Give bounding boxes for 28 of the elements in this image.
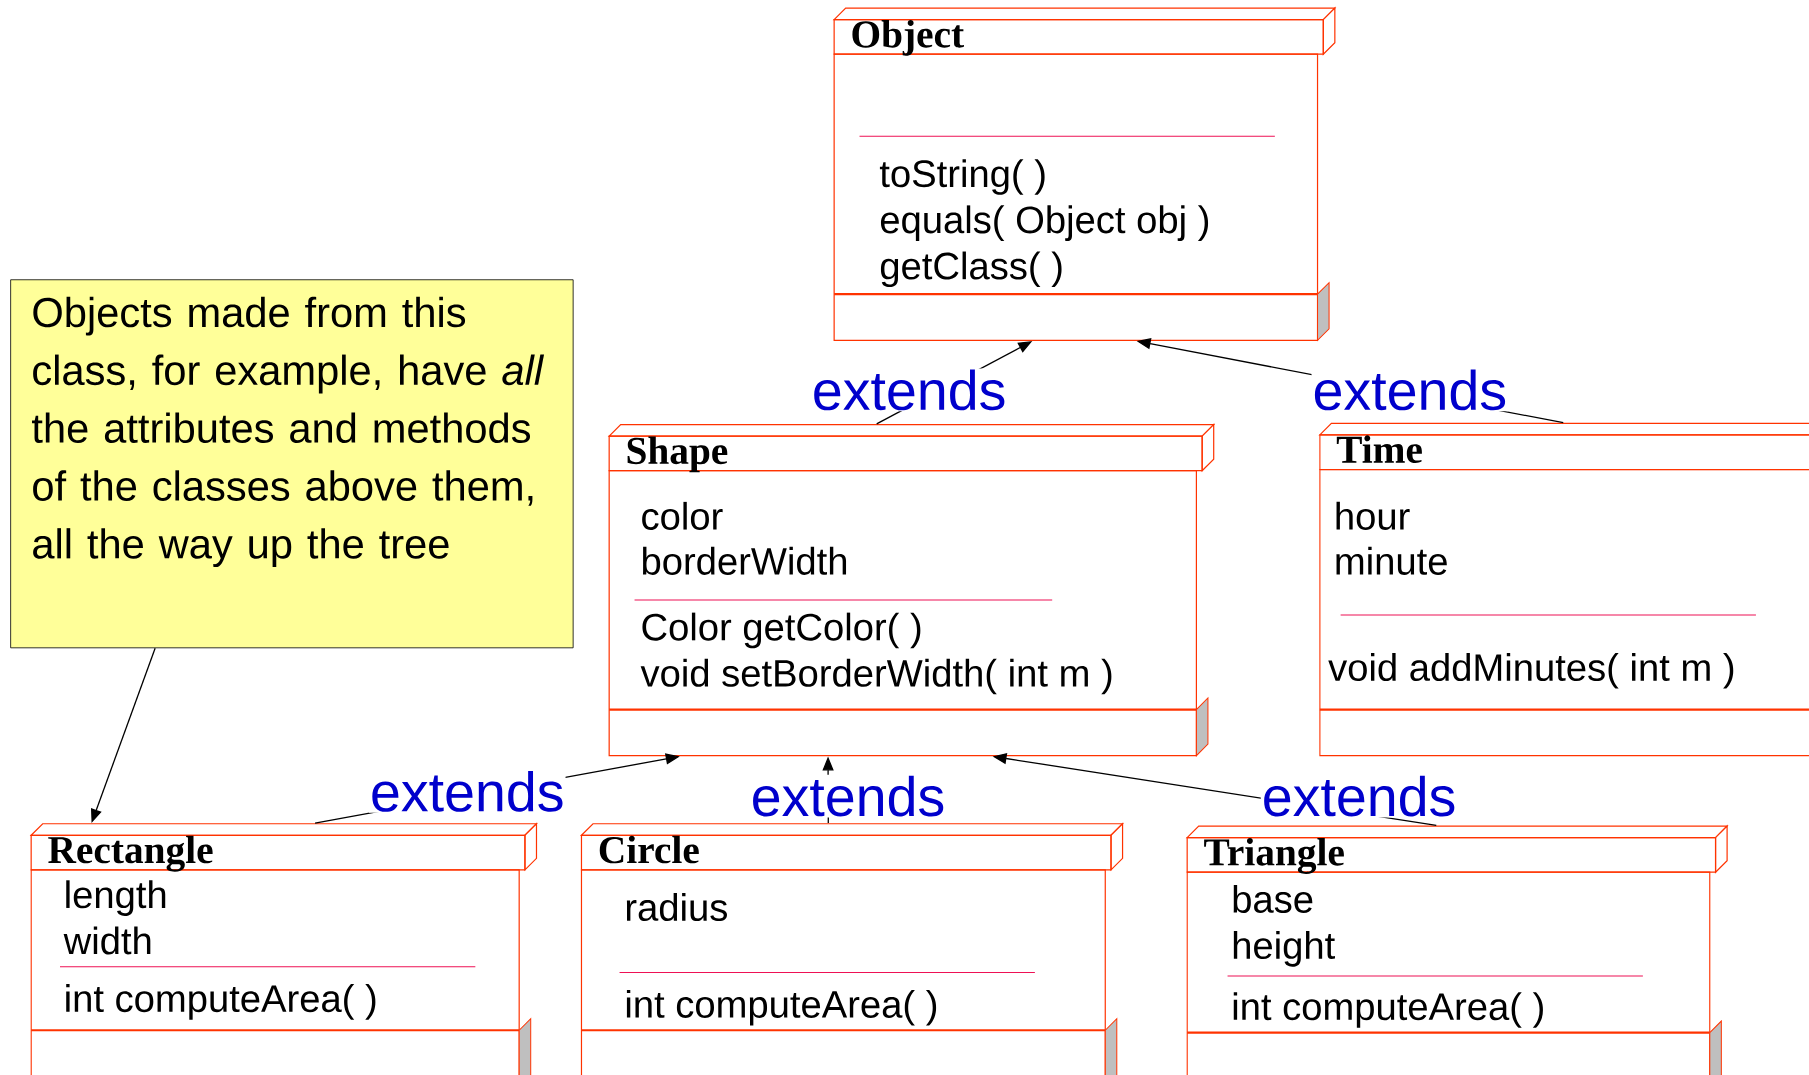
attribute-text: height bbox=[1233, 930, 1335, 967]
note-box: Objects made from this class, for example, have all the attributes and methods of the classes above them, all the way up the tree bbox=[10, 279, 574, 649]
edge-label: extends bbox=[1260, 774, 1458, 818]
edge-label: extends bbox=[368, 769, 566, 813]
class-name: Time bbox=[1336, 435, 1422, 463]
attribute-text: minute bbox=[1336, 546, 1447, 575]
method-text: void addMinutes( int m ) bbox=[1328, 652, 1734, 689]
class-name: Object bbox=[852, 19, 964, 56]
class-name: Circle bbox=[599, 835, 699, 864]
attribute-text: borderWidth bbox=[642, 546, 847, 575]
method-text: Color getColor( ) bbox=[642, 612, 921, 649]
attribute-text: width bbox=[63, 926, 151, 955]
method-text: equals( Object obj ) bbox=[880, 205, 1209, 241]
edge-label: extends bbox=[1311, 368, 1509, 412]
method-text: getClass( ) bbox=[880, 251, 1062, 287]
method-text: int computeArea( ) bbox=[1233, 992, 1543, 1028]
edge-label: extends bbox=[749, 774, 947, 818]
method-text: void setBorderWidth( int m ) bbox=[640, 658, 1112, 695]
method-text: int computeArea( ) bbox=[66, 984, 376, 1020]
attribute-text: length bbox=[66, 880, 166, 916]
attribute-text: base bbox=[1233, 884, 1313, 913]
class-name: Shape bbox=[627, 436, 728, 473]
class-name: Rectangle bbox=[48, 835, 213, 872]
method-text: toString( ) bbox=[879, 159, 1045, 195]
class-name: Triangle bbox=[1204, 837, 1344, 874]
attribute-text: color bbox=[642, 501, 723, 530]
edge-label: extends bbox=[810, 368, 1008, 412]
attribute-text: hour bbox=[1336, 501, 1410, 530]
